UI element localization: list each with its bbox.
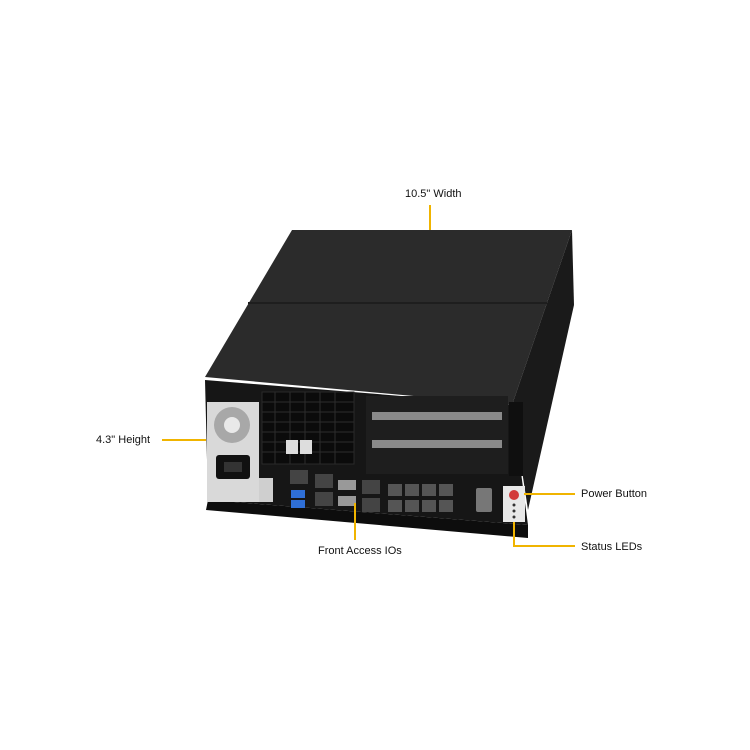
usb-port-icon [300, 440, 312, 454]
status-led-icon [512, 509, 516, 513]
rj45-port-icon [362, 480, 380, 494]
pcie-slot-bracket [372, 412, 502, 420]
lan-port-block [388, 484, 453, 512]
callout-status-leds: Status LEDs [581, 541, 643, 553]
pcie-slot-area [366, 396, 508, 474]
serial-port-icon [476, 488, 492, 512]
status-led-icon [512, 515, 516, 519]
rj45-port-icon [290, 470, 308, 484]
pcie-slot-bracket [372, 440, 502, 448]
callout-width: 10.5" Width [405, 188, 462, 200]
rj45-port-icon [315, 474, 333, 488]
sfp-port-icon [338, 480, 356, 490]
callout-front-io: Front Access IOs [318, 545, 402, 557]
chassis-base-lip [206, 500, 528, 538]
psu-handle [259, 478, 273, 502]
usb3-port-icon [291, 490, 305, 498]
status-led-icon [512, 503, 516, 507]
rj45-port-icon [362, 498, 380, 512]
callout-height: 4.3" Height [96, 434, 151, 446]
chassis-right-side [512, 230, 574, 510]
callout-line-leds [513, 522, 575, 547]
callout-power-button: Power Button [581, 488, 648, 500]
usb-port-icon [286, 440, 298, 454]
sfp-port-icon [338, 496, 356, 506]
chassis-top-cover [205, 230, 572, 405]
usb3-port-icon [291, 500, 305, 508]
power-button-icon[interactable] [509, 490, 519, 500]
rj45-port-icon [315, 492, 333, 506]
